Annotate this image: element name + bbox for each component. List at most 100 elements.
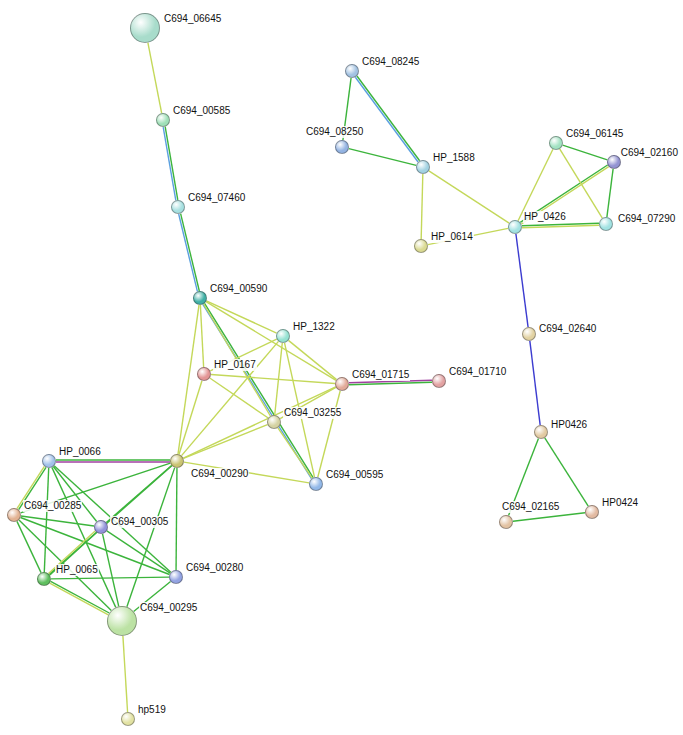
protein-node: C694_00590 xyxy=(193,291,207,305)
interaction-edge xyxy=(429,171,509,223)
edge-line xyxy=(349,382,432,385)
protein-node: C694_06645 xyxy=(130,13,160,43)
edge-line xyxy=(421,174,423,239)
edge-line xyxy=(50,583,109,615)
edge-line xyxy=(175,468,177,570)
interaction-edge xyxy=(355,76,419,162)
edge-line xyxy=(19,520,111,611)
interaction-edge xyxy=(288,340,336,379)
edge-line xyxy=(51,577,169,579)
protein-node: HP_0066 xyxy=(42,454,56,468)
interaction-edge xyxy=(607,169,613,217)
node-label: C694_00280 xyxy=(185,562,244,574)
protein-node: HP_0426 xyxy=(508,220,522,234)
node-label: C694_02165 xyxy=(501,501,560,513)
edge-line xyxy=(184,462,309,483)
protein-node: C694_00280 xyxy=(169,570,183,584)
protein-node: HP0426 xyxy=(534,425,548,439)
edge-line xyxy=(513,513,585,521)
node-label: hp519 xyxy=(137,704,167,716)
protein-node: C694_06145 xyxy=(549,136,563,150)
interaction-edge xyxy=(211,375,335,384)
edge-line xyxy=(357,76,420,161)
edge-line xyxy=(56,461,170,462)
protein-node: C694_07460 xyxy=(171,200,185,214)
edge-line xyxy=(428,228,508,244)
interaction-edge xyxy=(563,145,608,160)
edge-line xyxy=(49,466,172,575)
edge-line xyxy=(178,305,199,454)
interaction-edge xyxy=(278,428,312,478)
protein-node: C694_03255 xyxy=(267,415,281,429)
edge-line xyxy=(21,463,171,513)
protein-node: C694_02165 xyxy=(499,515,513,529)
interaction-edge xyxy=(49,466,172,575)
interaction-edge xyxy=(206,301,276,333)
protein-node: C694_00305 xyxy=(94,520,108,534)
edge-line xyxy=(429,171,509,223)
protein-node: C694_08250 xyxy=(335,140,349,154)
interaction-edge xyxy=(53,466,96,521)
edge-line xyxy=(516,234,528,327)
interaction-edge xyxy=(54,466,171,573)
interaction-edge xyxy=(349,149,416,166)
node-label: C694_00285 xyxy=(23,500,82,512)
node-label: C694_08250 xyxy=(305,126,364,138)
edge-line xyxy=(518,149,553,220)
interaction-edge xyxy=(179,381,202,455)
node-label: HP0424 xyxy=(601,497,639,509)
node-label: C694_01715 xyxy=(351,369,410,381)
edge-line xyxy=(21,516,94,526)
protein-node: HP_0065 xyxy=(37,572,51,586)
edge-line xyxy=(148,43,162,113)
protein-node: C694_00290 xyxy=(170,454,184,468)
interaction-edge xyxy=(107,531,170,573)
edge-line xyxy=(179,381,202,455)
edge-line xyxy=(355,77,418,162)
edge-line xyxy=(521,167,608,224)
edge-line xyxy=(52,467,116,607)
node-label: C694_00590 xyxy=(209,283,268,295)
edge-line xyxy=(210,378,268,418)
protein-node: C694_01710 xyxy=(432,374,446,388)
node-label: C694_06645 xyxy=(163,13,222,25)
interaction-edge xyxy=(318,391,340,477)
edge-line xyxy=(183,425,267,459)
interaction-edge xyxy=(206,302,336,381)
interaction-edge xyxy=(184,462,309,483)
interaction-edge xyxy=(183,387,335,458)
edge-line xyxy=(318,391,340,477)
edge-line xyxy=(179,214,198,291)
node-label: HP_0167 xyxy=(213,359,257,371)
interaction-edge xyxy=(210,378,268,418)
node-label: HP0426 xyxy=(550,419,588,431)
interaction-edge xyxy=(516,234,528,327)
protein-node: C694_00595 xyxy=(309,477,323,491)
protein-node: HP_1588 xyxy=(416,160,430,174)
interaction-edge xyxy=(428,228,508,244)
protein-node: C694_00585 xyxy=(156,113,170,127)
edge-line xyxy=(103,534,119,607)
protein-node: C694_08245 xyxy=(345,64,359,78)
interaction-edge xyxy=(103,534,119,607)
node-label: C694_00295 xyxy=(139,602,198,614)
protein-node: HP0424 xyxy=(585,505,599,519)
node-label: C694_00595 xyxy=(325,469,384,481)
interaction-edge xyxy=(545,438,588,506)
interaction-edge xyxy=(163,127,178,201)
edge-line xyxy=(563,145,608,160)
interaction-edge xyxy=(176,468,178,570)
interaction-edge xyxy=(183,425,267,459)
interaction-edge xyxy=(179,214,200,292)
edge-line xyxy=(107,531,170,573)
protein-node: C694_01715 xyxy=(335,377,349,391)
edge-line xyxy=(206,301,276,333)
node-label: HP_0065 xyxy=(55,564,99,576)
node-label: C694_02160 xyxy=(620,147,679,159)
node-label: C694_00290 xyxy=(190,468,249,480)
protein-node: C694_00285 xyxy=(7,508,21,522)
edge-line xyxy=(288,340,336,379)
edge-line xyxy=(181,214,200,291)
node-label: C694_03255 xyxy=(283,407,342,419)
edge-line xyxy=(183,387,335,458)
